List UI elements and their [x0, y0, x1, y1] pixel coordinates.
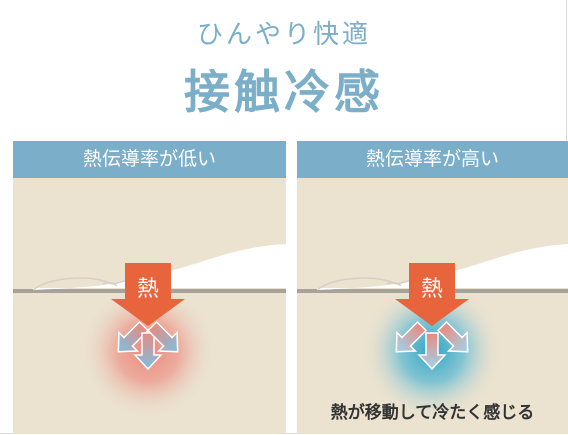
small-arrow-right-icon [146, 320, 179, 353]
subtitle: ひんやり快適 [196, 20, 371, 50]
heat-transfer-illustration: 熱 [297, 244, 568, 421]
heat-label: 熱 [137, 277, 159, 302]
small-arrow-down-icon [417, 332, 447, 371]
heat-transfer-illustration: 熱 [13, 244, 286, 419]
panel-caption: 熱が移動して冷たく感じる [330, 403, 535, 423]
panel-high-conductivity: 熱伝導率が高い 熱 熱が移動して冷たく感じる [297, 141, 568, 434]
panel-header: 熱伝導率が低い [13, 141, 286, 178]
heat-arrow-icon [395, 263, 469, 326]
panel-low-conductivity: 熱伝導率が低い 熱 [13, 141, 286, 434]
panel-header: 熱伝導率が高い [297, 141, 568, 178]
small-arrow-right-icon [436, 320, 469, 353]
heat-label: 熱 [421, 277, 443, 302]
heat-arrow-icon [111, 263, 185, 326]
small-arrow-left-icon [395, 320, 428, 353]
page-title: 接触冷感 [184, 65, 384, 119]
